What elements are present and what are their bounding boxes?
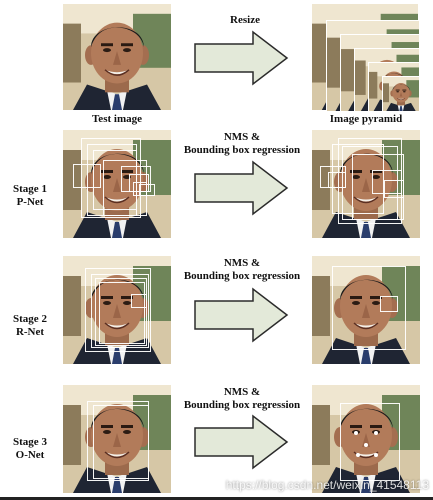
stage3-net-text: O-Net [15, 449, 45, 461]
stage3-candidate-box [93, 405, 149, 479]
landmark-point [356, 453, 360, 457]
landmark-point [374, 453, 378, 457]
stage3-title-text: Stage 3 [13, 436, 47, 448]
stage1-candidate-box [103, 160, 147, 216]
stage2-output-photo [312, 256, 420, 364]
stage3-nms-label: NMS & Bounding box regression [172, 386, 312, 412]
bottom-divider [0, 497, 433, 500]
stage1-net-text: P-Net [16, 196, 44, 208]
stage1-nms-label: NMS & Bounding box regression [172, 131, 312, 157]
stage1-output-photo [312, 130, 420, 238]
watermark-text: https://blog.csdn.net/weixin_41548113 [225, 478, 429, 492]
stage2-net-text: R-Net [15, 326, 45, 338]
stage1-candidate-box [73, 164, 101, 188]
stage1-nms-line1: NMS & [223, 131, 261, 143]
stage1-candidate-box [139, 184, 155, 196]
stage1-title-text: Stage 1 [13, 183, 47, 195]
stage1-output-box [372, 170, 402, 194]
stage2-input-photo [63, 256, 171, 364]
stage2-candidate-box [95, 278, 147, 346]
resize-arrow [193, 30, 289, 86]
stage2-candidate-box [131, 294, 147, 308]
test-image-photo [63, 4, 171, 110]
landmark-point [354, 431, 358, 435]
stage3-input-photo [63, 385, 171, 493]
stage2-nms-line1: NMS & [223, 257, 261, 269]
stage1-output-box [332, 144, 384, 214]
stage3-title: Stage 3 O-Net [0, 436, 60, 462]
stage1-title: Stage 1 P-Net [0, 183, 60, 209]
image-pyramid-label: Image pyramid [329, 113, 403, 125]
stage1-arrow [193, 160, 289, 216]
stage3-output-photo [312, 385, 420, 493]
stage1-input-photo [63, 130, 171, 238]
landmark-point [364, 443, 368, 447]
stage2-candidate-box [99, 282, 145, 344]
stage1-output-box [328, 172, 346, 188]
landmark-point [374, 431, 378, 435]
stage2-output-box [380, 296, 398, 312]
pyramid-level-6 [382, 76, 419, 111]
stage2-title: Stage 2 R-Net [0, 313, 60, 339]
stage2-nms-label: NMS & Bounding box regression [172, 257, 312, 283]
stage2-candidate-box [85, 268, 151, 352]
stage3-arrow [193, 414, 289, 470]
stage2-nms-line2: Bounding box regression [183, 270, 301, 282]
stage1-output-box [352, 154, 404, 220]
stage2-candidate-box [91, 274, 149, 348]
stage1-nms-line2: Bounding box regression [183, 144, 301, 156]
stage2-arrow [193, 287, 289, 343]
stage1-candidate-box [81, 138, 141, 218]
stage3-nms-line2: Bounding box regression [183, 399, 301, 411]
test-image-label: Test image [91, 113, 142, 125]
stage3-output-box [340, 403, 400, 481]
resize-label: Resize [230, 14, 260, 26]
stage1-candidate-box [93, 150, 137, 210]
stage2-title-text: Stage 2 [13, 313, 47, 325]
stage2-output-box [332, 266, 406, 350]
image-pyramid [312, 4, 422, 111]
stage3-nms-line1: NMS & [223, 386, 261, 398]
